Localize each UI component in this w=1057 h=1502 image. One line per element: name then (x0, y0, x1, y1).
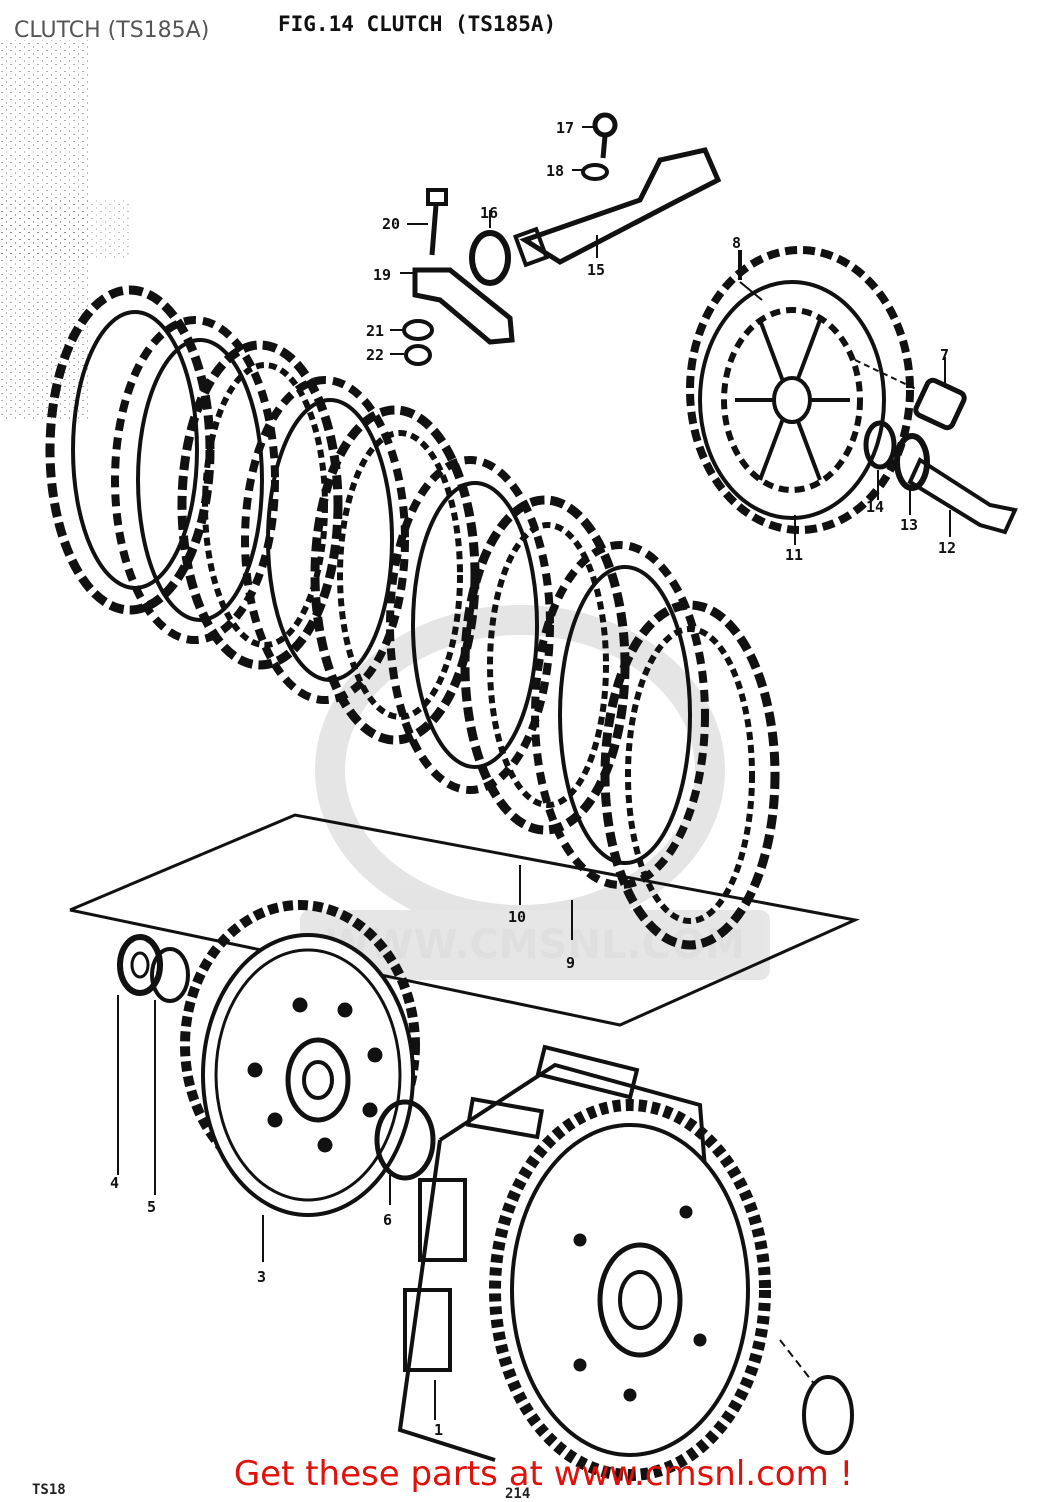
clutch-spring (854, 359, 967, 431)
label-8: 8 (732, 234, 741, 252)
scan-noise (0, 200, 130, 260)
figure-title: FIG.14 CLUTCH (TS185A) (278, 12, 557, 36)
label-17: 17 (556, 119, 574, 137)
label-1: 1 (434, 1421, 443, 1439)
label-5: 5 (147, 1198, 156, 1216)
footer-call-to-action[interactable]: Get these parts at www.cmsnl.com ! (233, 1454, 854, 1494)
label-19: 19 (373, 266, 391, 284)
label-13: 13 (900, 516, 918, 534)
clutch-sleeve-hub (180, 900, 420, 1217)
label-10: 10 (508, 908, 526, 926)
label-9: 9 (566, 954, 575, 972)
hub-nut-and-washer (117, 934, 190, 1003)
label-7: 7 (940, 346, 949, 364)
label-18: 18 (546, 162, 564, 180)
page-code-left: TS18 (32, 1482, 66, 1498)
label-15: 15 (587, 261, 605, 279)
release-shaft (512, 147, 722, 268)
label-22: 22 (366, 346, 384, 364)
clutch-plate-stack (45, 285, 780, 950)
thrust-washer (374, 1099, 436, 1181)
assembly-outline (69, 813, 860, 1027)
label-16: 16 (480, 204, 498, 222)
pressure-plate (686, 246, 914, 534)
part-labels: 1 3 4 5 6 7 8 9 10 11 12 13 14 15 16 17 … (110, 119, 956, 1439)
push-piece-assembly (863, 420, 1018, 535)
label-6: 6 (383, 1211, 392, 1229)
page-code-middle: 214 (505, 1486, 531, 1502)
label-11: 11 (785, 546, 803, 564)
o-ring (802, 1375, 854, 1455)
page-title: CLUTCH (TS185A) (14, 18, 210, 43)
leader-lines (117, 126, 951, 1420)
label-14: 14 (866, 498, 884, 516)
label-20: 20 (382, 215, 400, 233)
label-21: 21 (366, 322, 384, 340)
leader-line (739, 281, 763, 301)
label-3: 3 (257, 1268, 266, 1286)
release-screw (581, 112, 618, 181)
clutch-housing (397, 1044, 771, 1481)
oil-seal (469, 230, 511, 286)
leader-line (779, 1339, 816, 1386)
label-4: 4 (110, 1174, 119, 1192)
label-12: 12 (938, 539, 956, 557)
